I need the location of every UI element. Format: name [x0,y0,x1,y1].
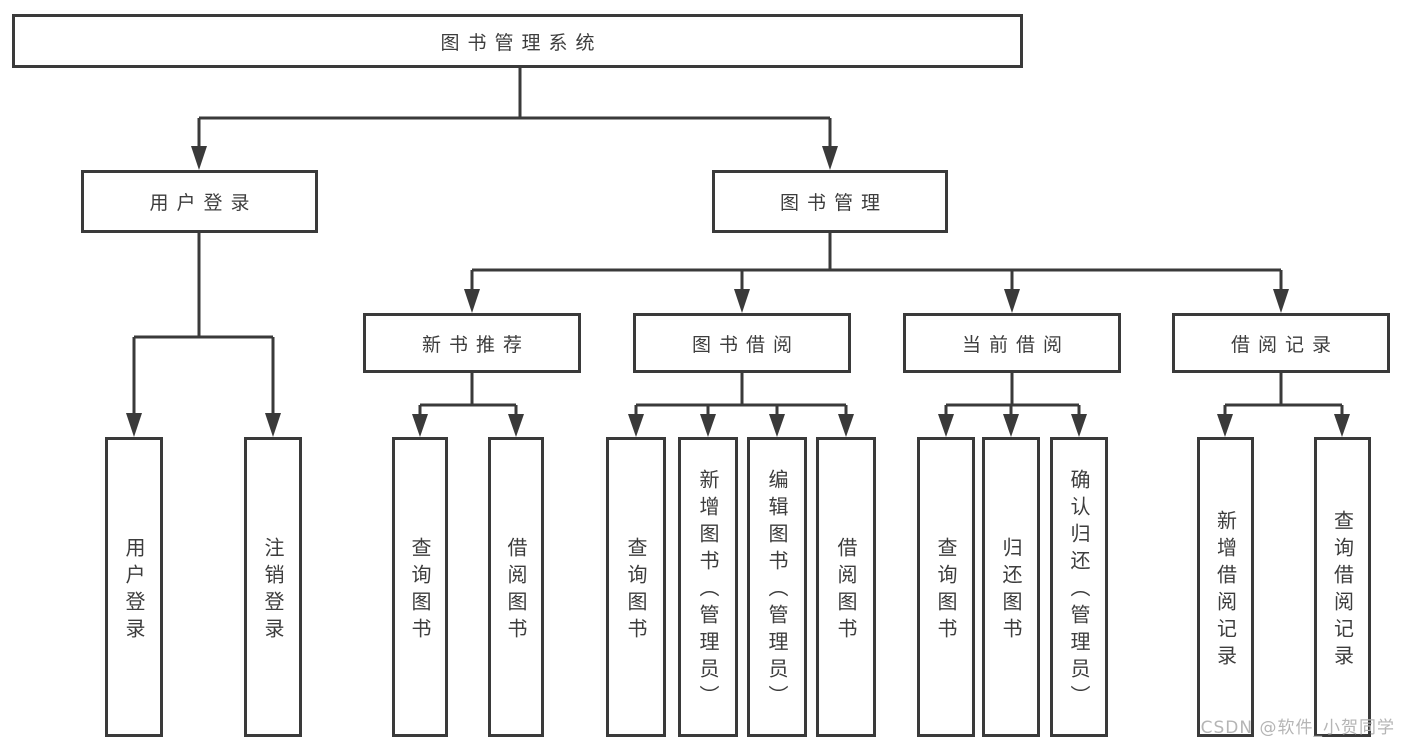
arrowhead-icon [508,414,524,437]
connector-new-book-recommendation-children [412,373,524,437]
arrowhead-icon [838,414,854,437]
connector-user-login-children [126,233,281,437]
connector-book-mgmt-to-level3 [464,233,1289,313]
leaf-borrow-books-recommendation: 借阅图书 [488,437,544,737]
leaf-add-book-admin: 新增图书（管理员） [678,437,738,737]
node-book-borrowing: 图书借阅 [633,313,851,373]
arrowhead-icon [938,414,954,437]
node-new-book-recommendation: 新书推荐 [363,313,581,373]
connector-borrowing-records-children [1217,373,1350,437]
node-library-management-system: 图书管理系统 [12,14,1023,68]
node-user-login: 用户登录 [81,170,318,233]
arrowhead-icon [126,413,142,437]
leaf-query-borrow-record: 查询借阅记录 [1314,437,1371,737]
arrowhead-icon [1273,289,1289,313]
arrowhead-icon [1003,414,1019,437]
node-current-borrowing: 当前借阅 [903,313,1121,373]
arrowhead-icon [700,414,716,437]
leaf-edit-book-admin: 编辑图书（管理员） [747,437,807,737]
watermark: CSDN @软件_小贺同学 [1200,718,1395,738]
node-book-management: 图书管理 [712,170,948,233]
leaf-add-borrow-record: 新增借阅记录 [1197,437,1254,737]
arrowhead-icon [1071,414,1087,437]
leaf-borrow-books-borrowing: 借阅图书 [816,437,876,737]
leaf-confirm-return-admin: 确认归还（管理员） [1050,437,1108,737]
arrowhead-icon [628,414,644,437]
arrowhead-icon [822,146,838,170]
leaf-query-books-current: 查询图书 [917,437,975,737]
arrowhead-icon [464,289,480,313]
arrowhead-icon [769,414,785,437]
leaf-query-books-borrowing: 查询图书 [606,437,666,737]
arrowhead-icon [265,413,281,437]
connector-book-borrowing-children [628,373,854,437]
arrowhead-icon [1334,414,1350,437]
leaf-return-books: 归还图书 [982,437,1040,737]
leaf-logout: 注销登录 [244,437,302,737]
leaf-query-books-recommendation: 查询图书 [392,437,448,737]
arrowhead-icon [734,289,750,313]
arrowhead-icon [1004,289,1020,313]
arrowhead-icon [191,146,207,170]
connector-current-borrowing-children [938,373,1087,437]
connector-root-to-level2 [191,68,838,170]
arrowhead-icon [412,414,428,437]
arrowhead-icon [1217,414,1233,437]
leaf-user-login: 用户登录 [105,437,163,737]
node-borrowing-records: 借阅记录 [1172,313,1390,373]
